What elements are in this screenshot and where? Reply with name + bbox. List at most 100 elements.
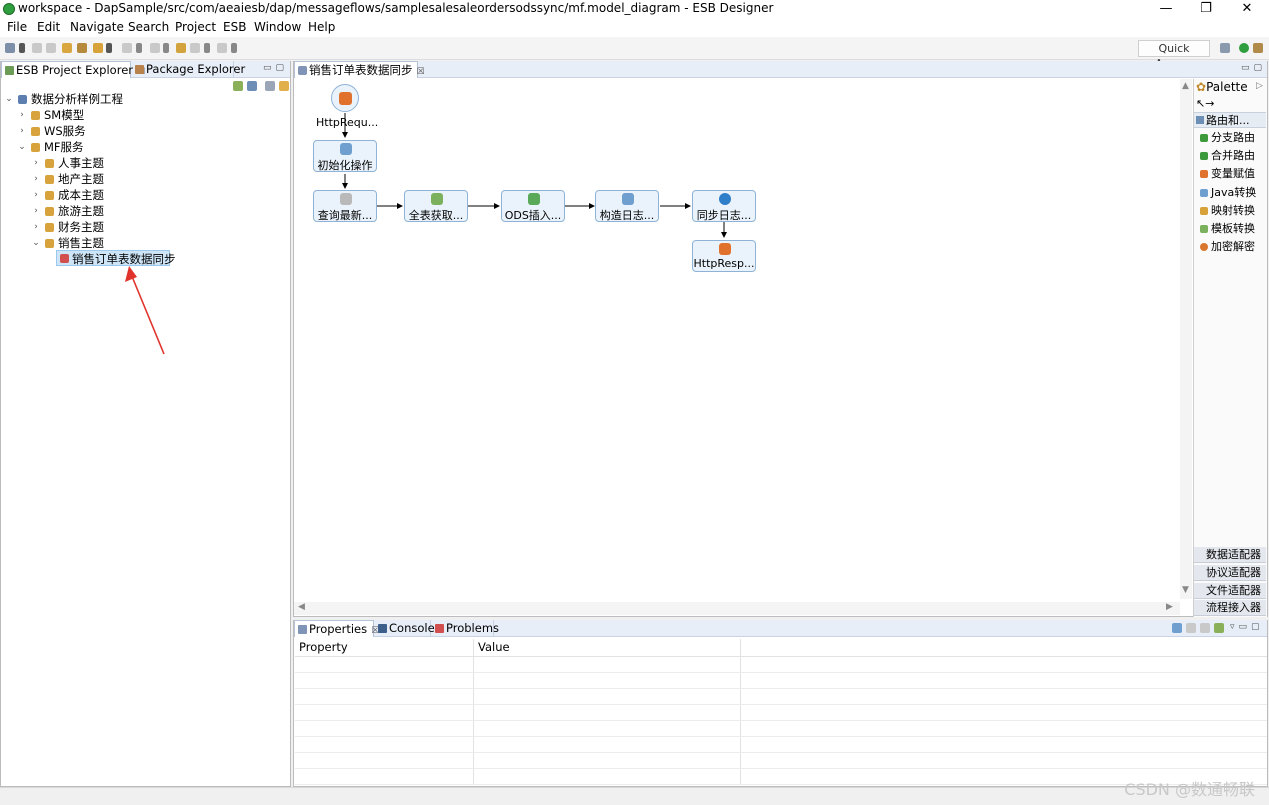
- folder-icon[interactable]: [77, 43, 87, 53]
- tab-esb-project-explorer[interactable]: ESB Project Explorer☒: [1, 61, 145, 78]
- pin-icon[interactable]: [1214, 623, 1224, 633]
- palette-group-routing[interactable]: 路由和...: [1194, 112, 1266, 128]
- palette-item-merge-route[interactable]: 合并路由: [1200, 148, 1255, 164]
- expand-arrow-icon[interactable]: ›: [34, 158, 38, 168]
- tree-item-cost[interactable]: › 成本主题: [31, 187, 231, 203]
- collapse-arrow-icon[interactable]: ⌄: [32, 238, 40, 248]
- palette-item-variable-assign[interactable]: 变量赋值: [1200, 166, 1255, 182]
- maximize-button[interactable]: ❐: [1200, 1, 1212, 16]
- tree-item-mf[interactable]: ⌄ MF服务: [17, 139, 217, 155]
- new-icon[interactable]: [5, 43, 15, 53]
- tree-item-hr[interactable]: › 人事主题: [31, 155, 231, 171]
- filter-icon[interactable]: [279, 81, 289, 91]
- column-header-property[interactable]: Property: [299, 640, 348, 654]
- palette-drawer-file-adapter[interactable]: 文件适配器: [1194, 583, 1266, 599]
- tree-item-finance[interactable]: › 财务主题: [31, 219, 231, 235]
- dropdown-icon[interactable]: [231, 43, 237, 53]
- build-icon[interactable]: [62, 43, 72, 53]
- prev-annotation-icon[interactable]: [150, 43, 160, 53]
- expand-arrow-icon[interactable]: ›: [34, 190, 38, 200]
- close-tab-icon[interactable]: ☒: [371, 626, 380, 636]
- tab-problems[interactable]: Problems: [432, 620, 499, 637]
- scroll-left-icon[interactable]: ◀: [298, 602, 305, 612]
- collapse-arrow-icon[interactable]: ⌄: [18, 142, 26, 152]
- save-all-icon[interactable]: [46, 43, 56, 53]
- menu-esb[interactable]: ESB: [223, 20, 247, 34]
- dropdown-icon[interactable]: [204, 43, 210, 53]
- dropdown-icon[interactable]: [136, 43, 142, 53]
- open-perspective-icon[interactable]: [1220, 43, 1230, 53]
- palette-select-tool[interactable]: ↖→: [1196, 97, 1214, 111]
- flow-node-http-request[interactable]: [331, 84, 359, 112]
- collapse-arrow-icon[interactable]: ⌄: [5, 94, 13, 104]
- run-icon[interactable]: [93, 43, 103, 53]
- view-menu-icon[interactable]: [265, 81, 275, 91]
- expand-arrow-icon[interactable]: ›: [20, 126, 24, 136]
- link-editor-icon[interactable]: [233, 81, 243, 91]
- flow-node-sync-log[interactable]: 同步日志...: [692, 190, 756, 222]
- flow-node-init[interactable]: 初始化操作: [313, 140, 377, 172]
- menu-navigate[interactable]: Navigate: [70, 20, 124, 34]
- dropdown-icon[interactable]: [19, 43, 25, 53]
- forward-icon[interactable]: [217, 43, 227, 53]
- tree-item-travel[interactable]: › 旅游主题: [31, 203, 231, 219]
- column-header-value[interactable]: Value: [478, 640, 510, 654]
- save-icon[interactable]: [32, 43, 42, 53]
- tab-properties[interactable]: Properties☒: [294, 620, 379, 637]
- tree-item-ws[interactable]: › WS服务: [17, 123, 217, 139]
- view-menu-minimize-maximize-icon[interactable]: ▿▭▢: [1230, 622, 1264, 632]
- menu-search[interactable]: Search: [128, 20, 170, 34]
- tree-item-sales[interactable]: ⌄ 销售主题: [31, 235, 231, 251]
- esb-perspective-icon[interactable]: [1239, 43, 1249, 53]
- scroll-down-icon[interactable]: ▼: [1182, 585, 1189, 595]
- expand-arrow-icon[interactable]: ›: [34, 174, 38, 184]
- tree-item-sales-order-sync[interactable]: 销售订单表数据同步: [56, 250, 176, 266]
- menu-file[interactable]: File: [7, 20, 28, 34]
- tab-console[interactable]: Console: [375, 620, 435, 637]
- flow-node-build-log[interactable]: 构造日志...: [595, 190, 659, 222]
- palette-drawer-data-adapter[interactable]: 数据适配器: [1194, 547, 1266, 563]
- minimize-maximize-icon[interactable]: ▭▢: [1241, 63, 1267, 73]
- flow-node-fetch[interactable]: 全表获取...: [404, 190, 468, 222]
- menu-edit[interactable]: Edit: [37, 20, 61, 34]
- show-categories-icon[interactable]: [1172, 623, 1182, 633]
- tab-sales-order-sync[interactable]: 销售订单表数据同步☒: [294, 61, 425, 78]
- dropdown-icon[interactable]: [163, 43, 169, 53]
- flow-node-query[interactable]: 查询最新...: [313, 190, 377, 222]
- collapse-icon[interactable]: [247, 81, 257, 91]
- palette-collapse-icon[interactable]: ▷: [1256, 81, 1263, 91]
- tree-item-realestate[interactable]: › 地产主题: [31, 171, 231, 187]
- dropdown-icon[interactable]: [106, 43, 112, 53]
- palette-item-template-transform[interactable]: 模板转换: [1200, 221, 1255, 237]
- tree-item-sm[interactable]: › SM模型: [17, 107, 217, 123]
- close-tab-icon[interactable]: ☒: [416, 67, 425, 77]
- tree-item-root-project[interactable]: ⌄ 数据分析样例工程: [4, 91, 204, 107]
- palette-header[interactable]: ✿Palette ▷: [1196, 80, 1263, 96]
- horizontal-scrollbar[interactable]: ◀ ▶: [294, 602, 1180, 615]
- palette-item-java-transform[interactable]: Java转换: [1200, 185, 1256, 201]
- java-perspective-icon[interactable]: [1253, 43, 1263, 53]
- menu-project[interactable]: Project: [175, 20, 217, 34]
- scroll-up-icon[interactable]: ▲: [1182, 81, 1189, 91]
- quick-access-input[interactable]: Quick Access: [1138, 40, 1210, 70]
- menu-help[interactable]: Help: [308, 20, 336, 34]
- expand-arrow-icon[interactable]: ›: [34, 206, 38, 216]
- flow-node-http-response[interactable]: HttpResp...: [692, 240, 756, 272]
- tab-package-explorer[interactable]: Package Explorer: [132, 61, 245, 78]
- last-edit-icon[interactable]: [176, 43, 186, 53]
- restore-default-icon[interactable]: [1200, 623, 1210, 633]
- palette-drawer-flow-connector[interactable]: 流程接入器: [1194, 600, 1266, 616]
- palette-item-encrypt-decrypt[interactable]: 加密解密: [1200, 239, 1255, 255]
- palette-item-branch-route[interactable]: 分支路由: [1200, 130, 1255, 146]
- palette-item-mapping-transform[interactable]: 映射转换: [1200, 203, 1255, 219]
- minimize-button[interactable]: —: [1159, 1, 1173, 16]
- scroll-right-icon[interactable]: ▶: [1166, 602, 1173, 612]
- minimize-maximize-icon[interactable]: ▭▢: [263, 63, 289, 73]
- menu-window[interactable]: Window: [254, 20, 302, 34]
- palette-drawer-protocol-adapter[interactable]: 协议适配器: [1194, 565, 1266, 581]
- flow-node-ods-insert[interactable]: ODS插入...: [501, 190, 565, 222]
- show-advanced-icon[interactable]: [1186, 623, 1196, 633]
- next-annotation-icon[interactable]: [122, 43, 132, 53]
- expand-arrow-icon[interactable]: ›: [20, 110, 24, 120]
- expand-arrow-icon[interactable]: ›: [34, 222, 38, 232]
